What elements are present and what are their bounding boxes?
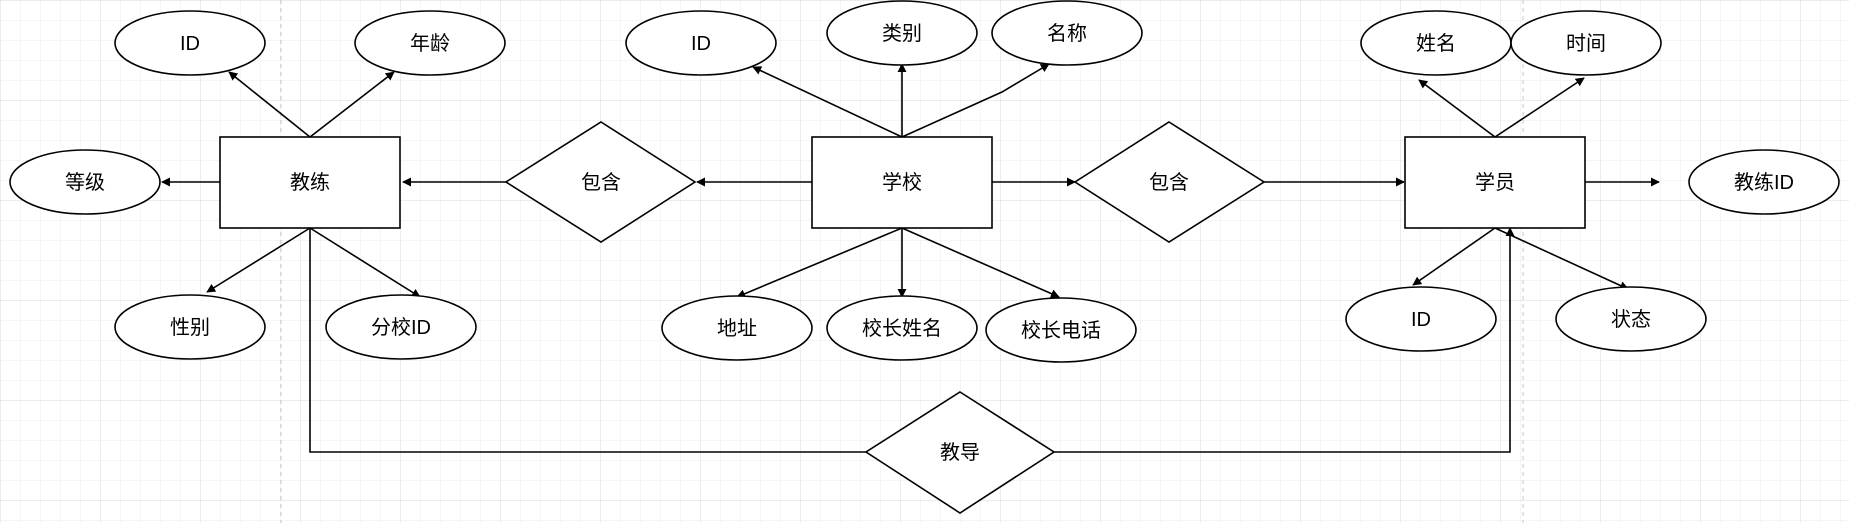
edge-student-name xyxy=(1418,79,1496,138)
attr-student-name-label: 姓名 xyxy=(1416,32,1456,55)
attr-student-id-label: ID xyxy=(1411,309,1431,331)
attr-student-time-label: 时间 xyxy=(1566,32,1606,55)
edge-coach-branch-id xyxy=(309,227,421,298)
attr-student-time[interactable] xyxy=(1510,10,1662,76)
attr-school-principal-phone-label: 校长电话 xyxy=(1021,319,1101,342)
attr-school-name[interactable] xyxy=(991,0,1143,66)
attr-school-principal-name-label: 校长姓名 xyxy=(862,317,942,340)
attr-coach-level[interactable] xyxy=(9,149,161,215)
attr-school-category[interactable] xyxy=(826,0,978,66)
entity-coach-label: 教练 xyxy=(290,171,330,194)
entity-school[interactable] xyxy=(811,136,993,229)
relationship-coach-student[interactable] xyxy=(864,391,1056,514)
relationship-school-coach-label: 包含 xyxy=(581,171,621,194)
attr-student-id[interactable] xyxy=(1345,286,1497,352)
attr-student-coach-id[interactable] xyxy=(1688,149,1840,215)
relationship-school-student[interactable] xyxy=(1073,121,1266,243)
attr-school-category-label: 类别 xyxy=(882,22,922,45)
entity-coach[interactable] xyxy=(219,136,401,229)
edge-school-name xyxy=(901,63,1050,138)
edge-coach-age xyxy=(309,71,395,138)
attr-coach-branch-id[interactable] xyxy=(325,294,477,360)
edge-coach-rel3 xyxy=(309,228,866,453)
attr-coach-gender-label: 性别 xyxy=(170,316,210,339)
edge-student-time xyxy=(1494,77,1585,138)
attr-school-principal-name[interactable] xyxy=(826,295,978,361)
attr-school-principal-phone[interactable] xyxy=(985,297,1137,363)
edge-school-id xyxy=(752,66,903,138)
attr-coach-age[interactable] xyxy=(354,10,506,76)
edge-coach-gender xyxy=(206,227,311,293)
edge-student-status xyxy=(1494,227,1629,290)
attr-student-coach-id-label: 教练ID xyxy=(1734,171,1794,194)
relationship-school-student-label: 包含 xyxy=(1149,171,1189,194)
edge-student-id xyxy=(1412,227,1496,286)
attr-coach-id[interactable] xyxy=(114,10,266,76)
attr-school-address[interactable] xyxy=(661,295,813,361)
attr-school-name-label: 名称 xyxy=(1047,22,1087,45)
edge-school-address xyxy=(736,227,903,299)
relationship-coach-student-label: 教导 xyxy=(940,441,980,464)
edge-coach-id xyxy=(228,71,311,138)
attr-coach-branch-id-label: 分校ID xyxy=(371,316,431,339)
attr-coach-age-label: 年龄 xyxy=(410,32,450,55)
relationship-school-coach[interactable] xyxy=(504,121,697,243)
attr-student-status[interactable] xyxy=(1555,286,1707,352)
edge-school-principal-phone xyxy=(901,227,1060,298)
attr-school-id-label: ID xyxy=(691,33,711,55)
edge-rel3-student xyxy=(1054,227,1515,453)
entity-student[interactable] xyxy=(1404,136,1586,229)
attr-coach-id-label: ID xyxy=(180,33,200,55)
attr-coach-level-label: 等级 xyxy=(65,171,105,194)
entity-student-label: 学员 xyxy=(1475,171,1515,194)
attr-coach-gender[interactable] xyxy=(114,294,266,360)
attr-student-status-label: 状态 xyxy=(1611,308,1651,331)
attr-school-address-label: 地址 xyxy=(717,317,757,340)
entity-school-label: 学校 xyxy=(882,171,922,194)
attr-school-id[interactable] xyxy=(625,10,777,76)
